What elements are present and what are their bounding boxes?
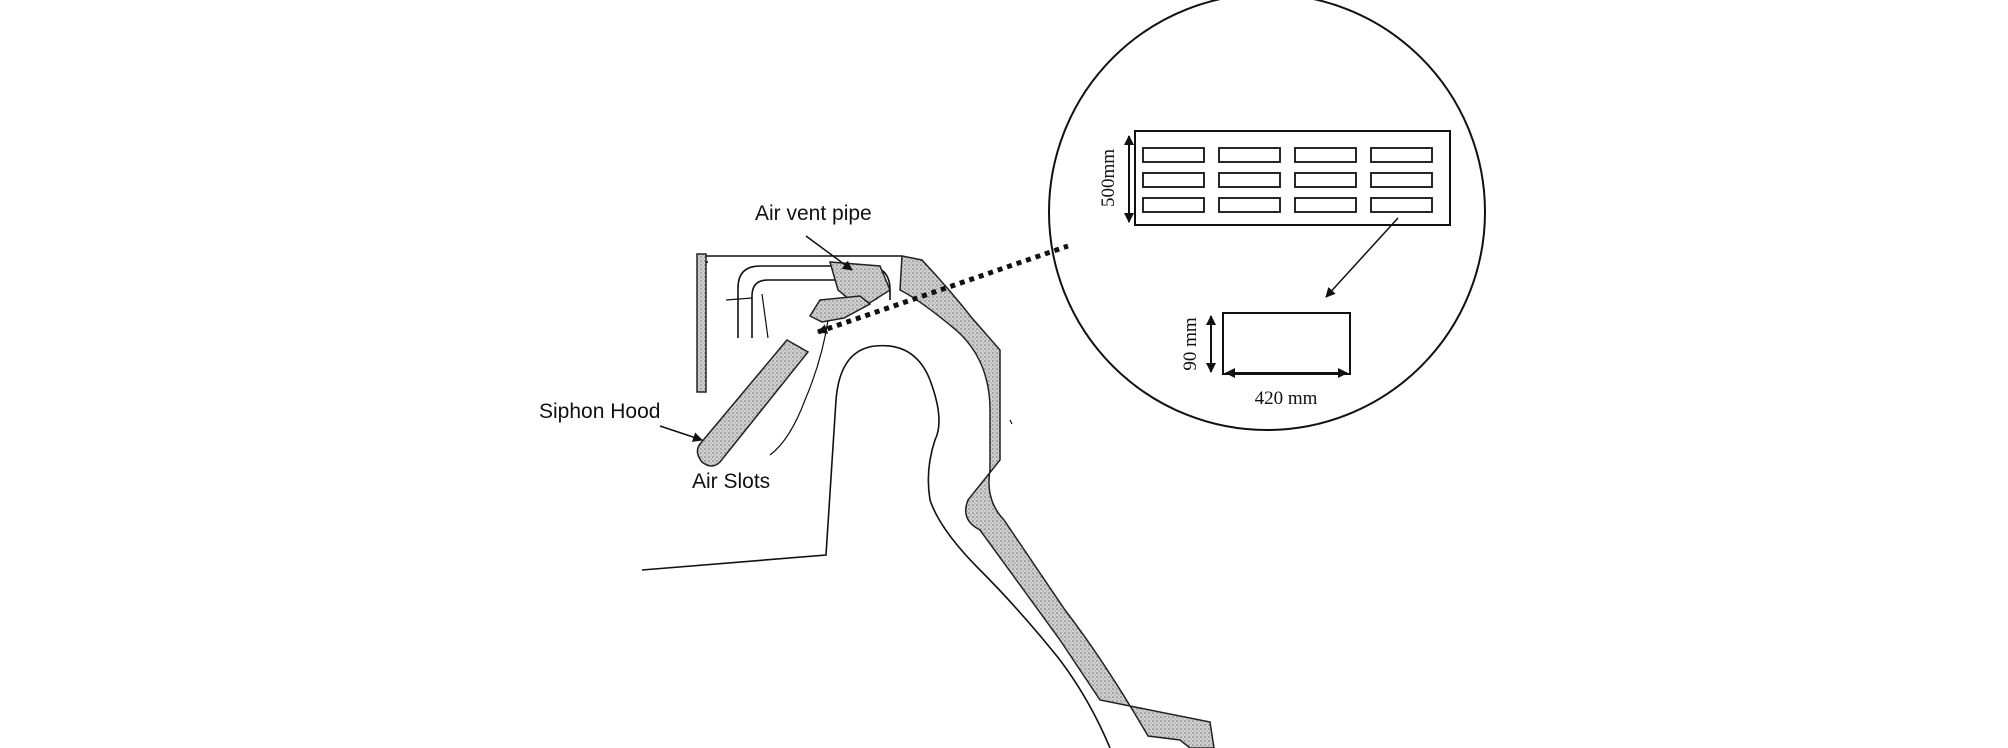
air-slot	[1142, 147, 1205, 163]
detail-magnifier-circle	[1048, 0, 1486, 431]
air-slot	[1294, 147, 1357, 163]
detail-callout-connector	[817, 243, 1069, 335]
air-slot	[1370, 197, 1433, 213]
siphon-hood-label: Siphon Hood	[539, 400, 660, 423]
air-slot	[1218, 172, 1281, 188]
siphon-barrel	[641, 319, 1111, 748]
height-500-label: 500mm	[1098, 149, 1119, 207]
panel-height-dimension: 500mm	[1098, 135, 1134, 223]
support-frame	[696, 253, 902, 393]
air-slot	[1218, 147, 1281, 163]
siphon-hood	[696, 339, 810, 467]
label-siphon-hood-group: Siphon Hood	[539, 400, 703, 442]
air-slot	[1142, 172, 1205, 188]
siphon-crest	[808, 255, 1215, 748]
air-slot-panel	[1134, 130, 1451, 226]
air-slot	[1294, 172, 1357, 188]
height-90-label: 90 mm	[1180, 317, 1201, 371]
air-slots-label: Air Slots	[692, 470, 770, 493]
air-slot	[1294, 197, 1357, 213]
slot-enlargement-arrow	[1325, 217, 1399, 298]
width-420-label: 420 mm	[1255, 388, 1318, 409]
label-air-slots-group: Air Slots	[692, 470, 770, 493]
air-slot	[1370, 147, 1433, 163]
label-air-vent-pipe-group: Air vent pipe	[755, 202, 872, 271]
enlarged-air-slot: 90 mm 420 mm	[1180, 312, 1351, 409]
air-slot	[1142, 197, 1205, 213]
air-slot	[1370, 172, 1433, 188]
air-slot	[1218, 197, 1281, 213]
air-vent-pipe-label: Air vent pipe	[755, 202, 872, 225]
